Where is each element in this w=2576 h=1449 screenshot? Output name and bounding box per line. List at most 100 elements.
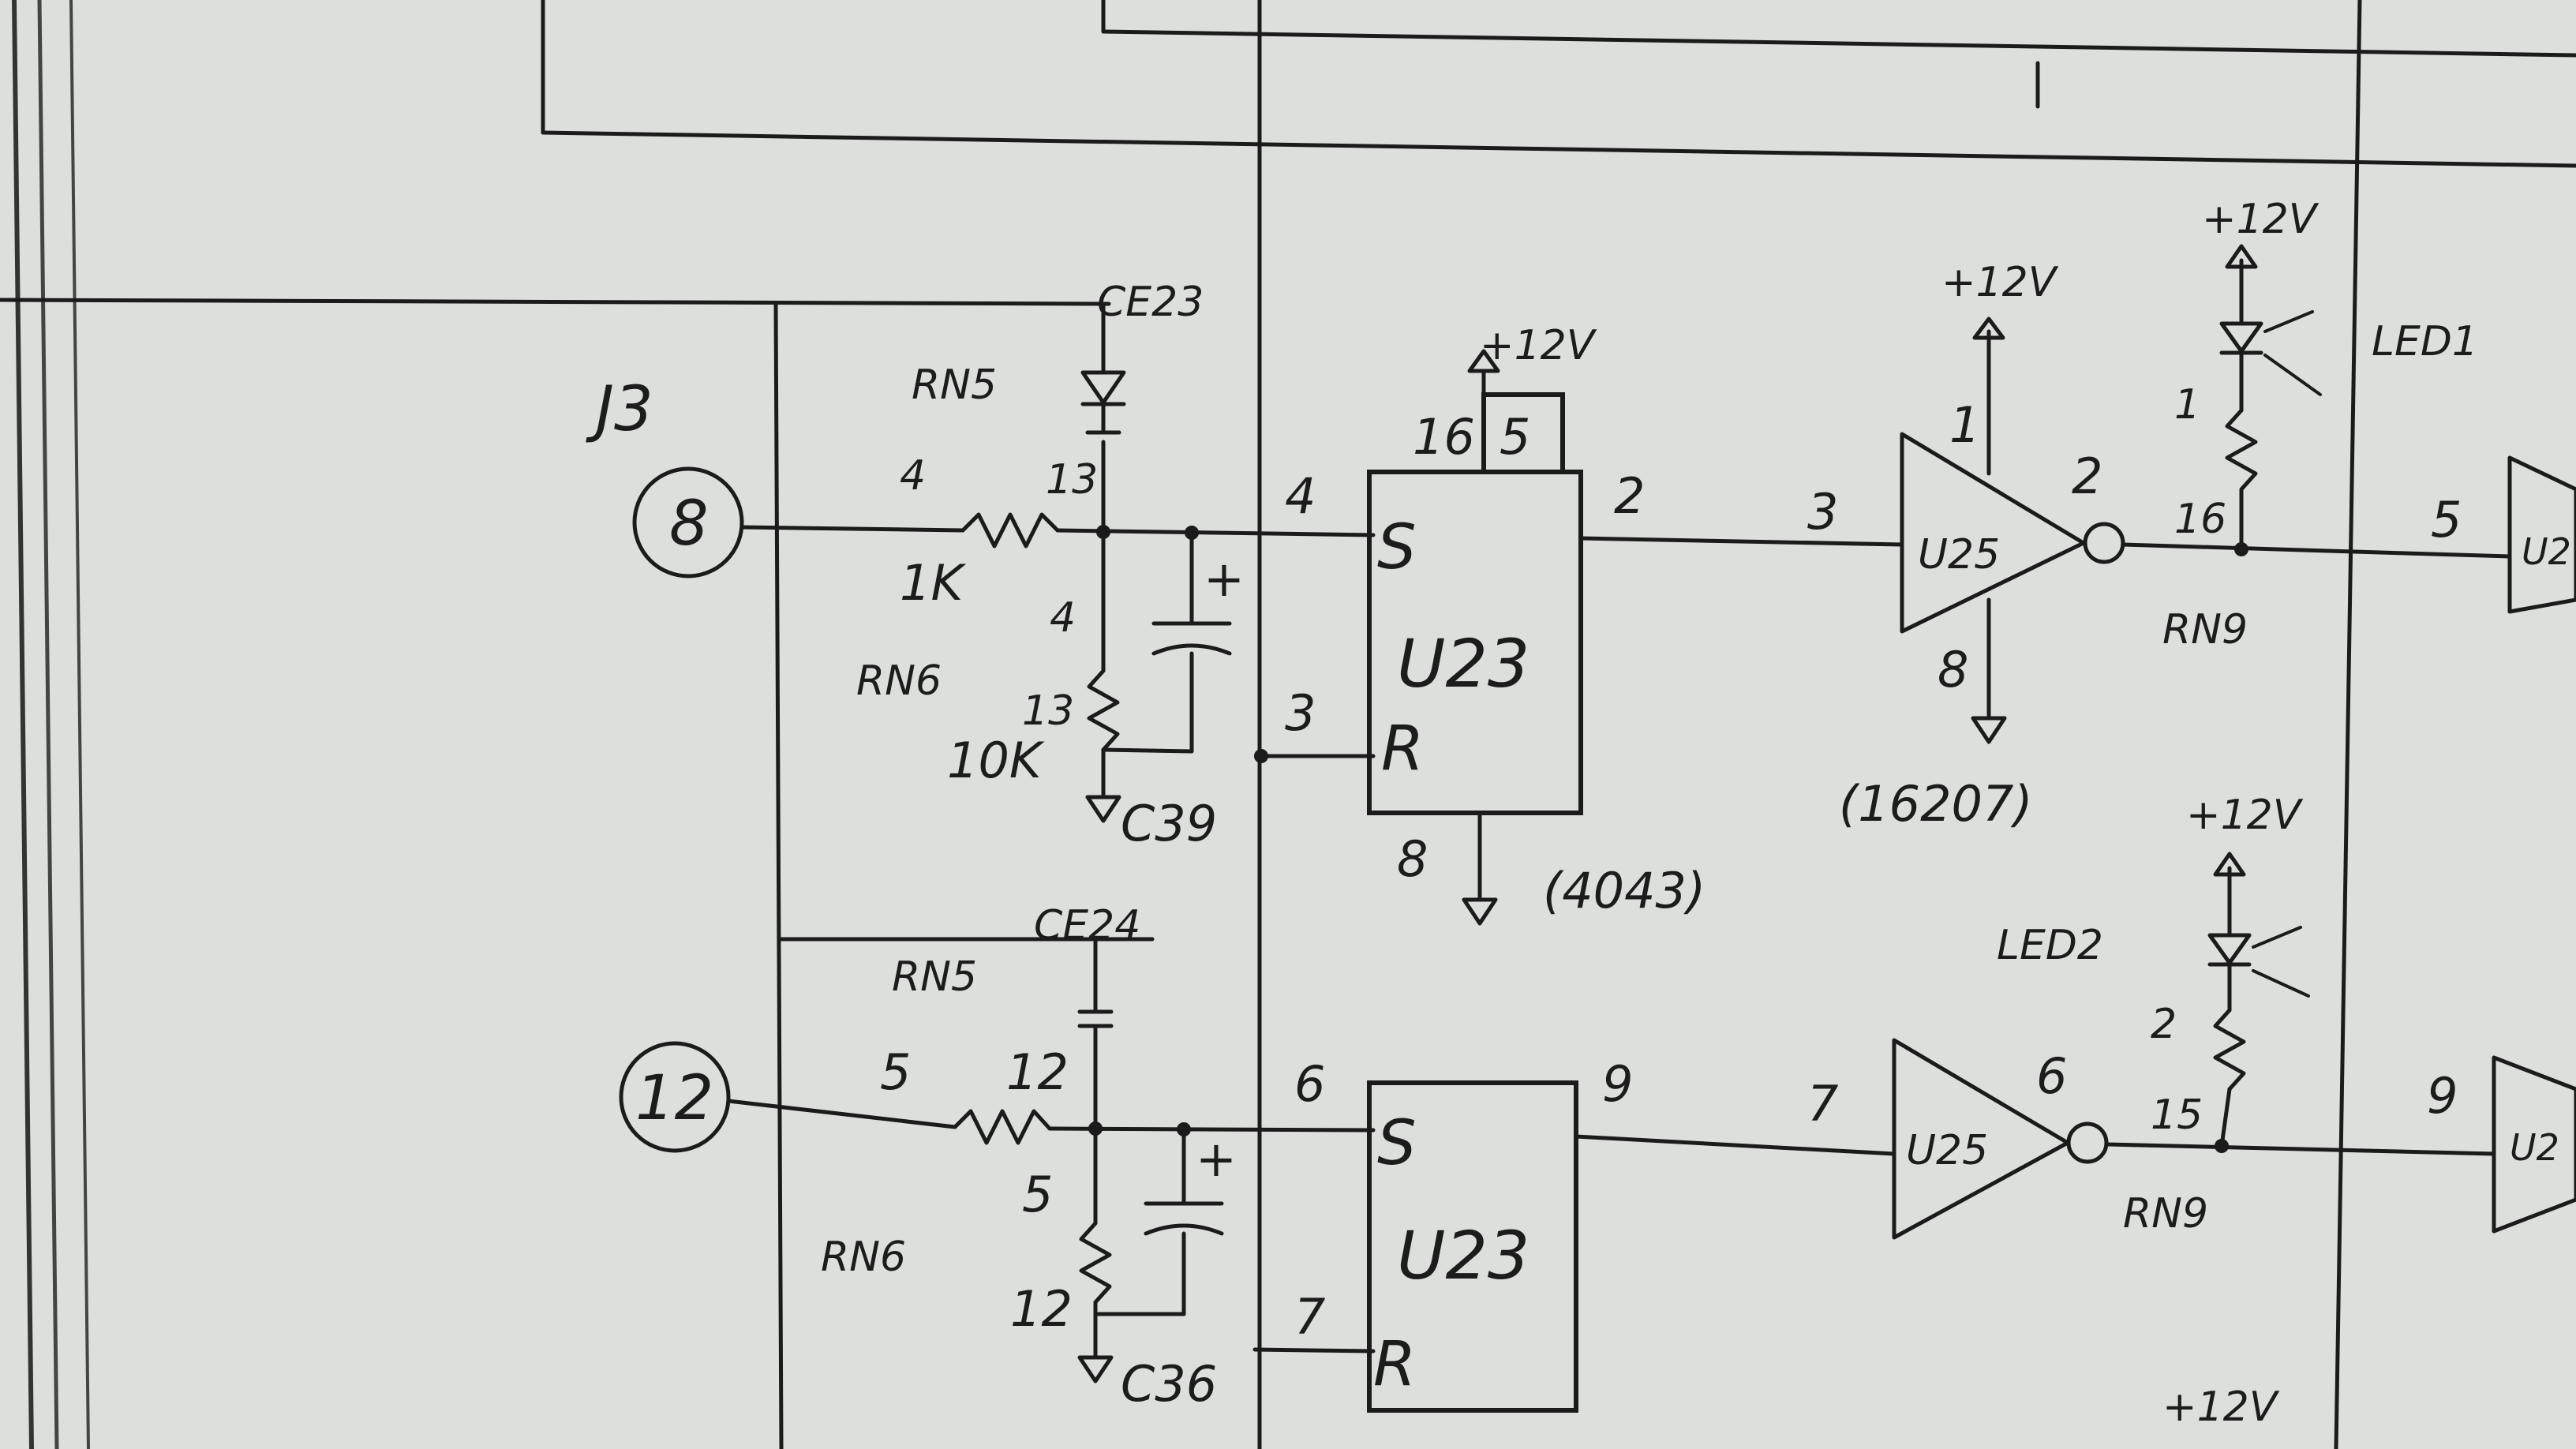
pulldown-resistor[interactable] [1079,1221,1112,1305]
next-stage-pin: 9 [2427,1067,2458,1125]
series-resistor[interactable] [960,512,1060,549]
led1-diode[interactable] [2219,321,2263,354]
capacitor-label: C36 [1121,1355,1217,1413]
inverter-in-pin: 7 [1807,1075,1838,1133]
cap-polarity: + [1204,550,1245,608]
inverter-part-number: (16207) [1839,775,2033,833]
connector-pin-12-label: 12 [635,1063,713,1134]
ferrite-label: CE23 [1097,279,1204,326]
cap-plate-curved [1151,643,1232,656]
latch-chip-label: U23 [1397,625,1530,702]
supply-arrow [1972,316,2005,340]
next-stage-pin: 5 [2431,491,2462,549]
rn5-pin-number: 13 [1046,456,1098,504]
latch-out-wire [1578,536,1904,547]
inverter-gnd-pin: 8 [1938,641,1968,698]
ground-symbol [1077,1355,1114,1383]
led2-label: LED2 [1997,922,2103,969]
pulldown-resistor[interactable] [1087,668,1120,752]
inverter-u25-lower[interactable] [1892,1038,2070,1240]
inverter-chip-label: U25 [1906,1127,1988,1174]
led2-diode[interactable] [2207,933,2252,965]
inverter-out-wire [2105,1142,2496,1156]
inverter-out-pin: 2 [2072,447,2102,505]
latch-out-pin: 9 [1602,1055,1633,1113]
inverter-supply-label: +12V [1941,259,2059,306]
cap-polarity: + [1196,1130,1237,1188]
rn5-pin-number: 12 [1006,1043,1069,1101]
supply-arrow [2213,852,2246,877]
junction-dot [1254,749,1268,763]
latch-part-number: (4043) [1543,862,1705,919]
input-pin-number: 4 [900,452,926,500]
rn5-label: RN5 [892,953,977,1001]
latch-u23-lower[interactable] [1367,1080,1578,1413]
ferrite-diode[interactable] [1080,370,1126,405]
led1-supply-label: +12V [2202,196,2320,243]
rn9-resistor-upper[interactable] [2225,408,2258,492]
rn6-pin-a: 4 [1050,594,1076,642]
pulldown-value: 10K [947,732,1045,789]
latch-u23-upper[interactable] [1367,470,1583,815]
next-buffer-upper [2507,455,2576,614]
latch-reset-pin: 3 [1285,684,1316,742]
led1-label: LED1 [2372,318,2478,365]
input-wire [739,525,965,533]
latch-reset-label: R [1373,1329,1416,1400]
rn6-pin-b: 12 [1010,1280,1073,1338]
input-wire [726,1099,957,1129]
sheet-border-rail [69,0,90,1449]
next-stage-chip: U2 [2510,1126,2559,1169]
series-resistor-value: 1K [900,554,966,612]
latch-vcc-pin: 16 [1413,408,1475,466]
led-emission-arrow [2263,354,2322,396]
rn9-pin-lower: 15 [2151,1091,2203,1139]
rn6-pin-b: 13 [1022,687,1074,735]
sheet-border-rail [37,0,59,1449]
rn5-label: RN5 [912,361,997,409]
led2-pin: 2 [2151,1001,2177,1048]
latch-reset-label: R [1381,713,1424,784]
latch-out-wire [1574,1134,1896,1156]
set-line-wire [1047,1126,1376,1133]
ground-bus-wires [0,298,1155,1449]
latch-out-pin: 2 [1614,467,1645,525]
connector-pin-8-label: 8 [669,489,709,560]
latch-set-label: S [1377,1108,1417,1179]
upper-channel: 8 + [586,196,2576,926]
led-emission-arrow [2263,310,2314,333]
inverter-vcc-pin: 1 [1949,396,1980,454]
upper-frame-wires [541,0,2576,1449]
series-resistor[interactable] [953,1109,1052,1145]
ground-symbol [1971,716,2007,744]
latch-reset-pin: 7 [1294,1288,1325,1346]
connector-pin-8[interactable] [632,466,744,578]
led-emission-arrow [2252,926,2302,949]
next-stage-chip: U2 [2522,530,2571,573]
latch-vcc-box [1481,392,1565,474]
inverter-out-pin: 6 [2036,1047,2067,1105]
reset-line-wire [1252,1347,1376,1354]
connector-name: J3 [586,374,653,445]
inverter-out-wire [2121,542,2512,559]
connector-pin-12[interactable] [619,1041,731,1153]
led1-pin: 1 [2174,381,2200,429]
latch-supply-label: +12V [1480,322,1597,369]
rn9-label-upper: RN9 [2162,606,2248,653]
led-emission-arrow [2252,969,2310,998]
rn9-pin-upper: 16 [2174,496,2226,543]
ground-symbol [1462,897,1498,926]
rn9-label-lower: RN9 [2123,1190,2208,1237]
led2-supply-label: +12V [2186,792,2304,839]
bottom-supply-label: +12V [2162,1383,2280,1431]
rn9-wire [2219,1087,2232,1148]
latch-extra-pin: 5 [1500,408,1530,466]
sheet-border-rail [12,0,34,1449]
latch-gnd-pin: 8 [1397,830,1428,888]
rn6-label: RN6 [821,1234,906,1281]
ground-symbol [1085,795,1121,823]
inverter-u25-upper[interactable] [1900,432,2086,634]
supply-arrow [1467,349,1500,373]
rn9-resistor-lower[interactable] [2213,1008,2246,1091]
